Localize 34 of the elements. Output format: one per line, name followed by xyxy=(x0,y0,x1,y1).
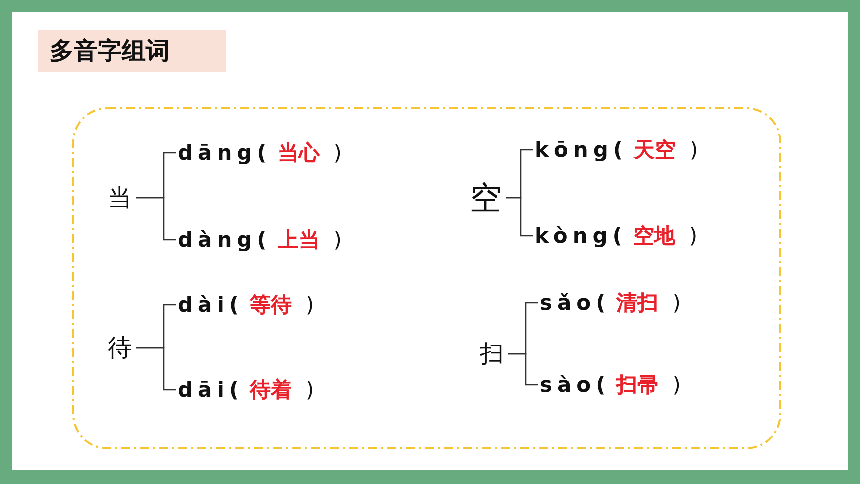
pinyin-text: kòng( xyxy=(535,223,628,250)
answer-word: 等待 xyxy=(250,292,292,319)
title-banner: 多音字组词 xyxy=(38,30,226,72)
pinyin-text: dàng( xyxy=(178,227,272,254)
character-label: 空 xyxy=(470,183,502,213)
parenthesis: ) xyxy=(334,140,342,167)
parenthesis: ) xyxy=(306,292,314,319)
pinyin-text: dāng( xyxy=(178,140,272,167)
brace-line xyxy=(136,347,176,391)
brace-line xyxy=(136,197,176,241)
pinyin-text: dāi( xyxy=(178,377,244,404)
parenthesis: ) xyxy=(689,223,698,250)
brace-line xyxy=(506,197,533,237)
pinyin-text: sǎo( xyxy=(540,290,611,317)
answer-word: 待着 xyxy=(250,377,292,404)
answer-word: 清扫 xyxy=(616,290,659,317)
dashed-frame xyxy=(72,107,782,450)
answer-word: 空地 xyxy=(633,223,676,250)
parenthesis: ) xyxy=(672,290,681,317)
parenthesis: ) xyxy=(690,137,698,164)
parenthesis: ) xyxy=(672,372,681,399)
answer-word: 天空 xyxy=(634,137,676,164)
answer-word: 上当 xyxy=(278,227,320,254)
character-label: 当 xyxy=(108,183,132,213)
answer-word: 当心 xyxy=(278,140,320,167)
pinyin-text: dài( xyxy=(178,292,244,319)
pinyin-text: kōng( xyxy=(535,137,628,164)
character-label: 待 xyxy=(108,333,132,363)
parenthesis: ) xyxy=(334,227,342,254)
answer-word: 扫帚 xyxy=(616,372,659,399)
parenthesis: ) xyxy=(306,377,314,404)
pinyin-text: sào( xyxy=(540,372,611,399)
character-label: 扫 xyxy=(480,339,504,369)
brace-line xyxy=(508,353,538,386)
